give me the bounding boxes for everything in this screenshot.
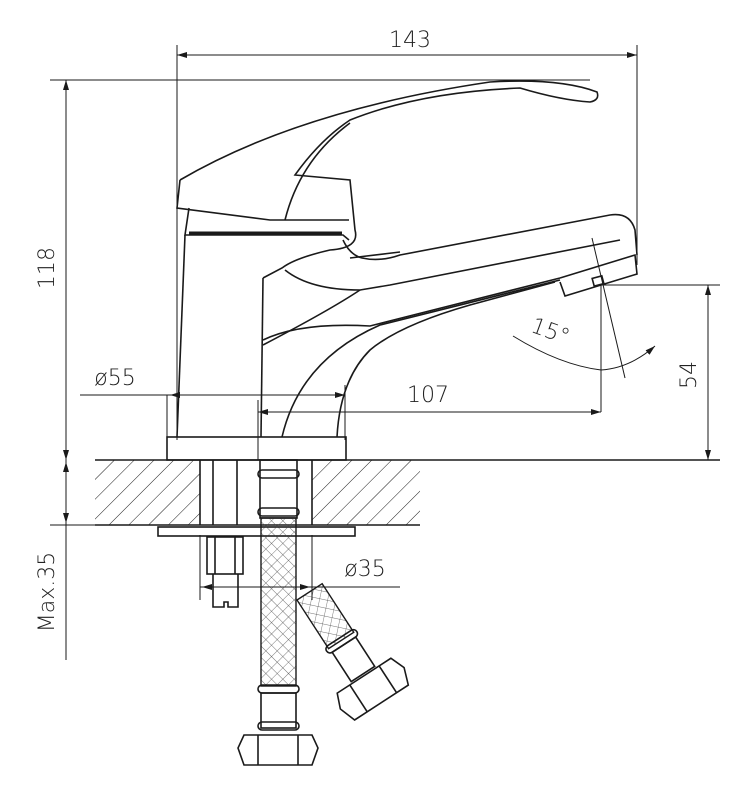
supply-hose-angled: [296, 582, 410, 721]
dimension-label-54: 54: [677, 361, 702, 389]
mounting-stud: [206, 536, 244, 608]
dimension-label-107: 107: [407, 383, 449, 408]
dimension-aerator-angle: 15°: [512, 237, 656, 412]
dimension-overall-height: 118: [35, 79, 590, 460]
dimension-spout-height: 54: [600, 284, 720, 460]
dimension-base-diameter: ø55: [80, 366, 346, 440]
dimension-hole-diameter: ø35: [199, 535, 400, 600]
dimension-spout-reach: 107: [257, 383, 601, 460]
dimension-label-o55: ø55: [94, 366, 135, 391]
supply-hose-straight: [237, 459, 319, 766]
faucet-body: [166, 80, 638, 461]
dimension-label-143: 143: [389, 28, 431, 53]
dimension-label-max35: Max.35: [35, 552, 60, 632]
dimension-overall-width: 143: [176, 28, 638, 440]
dimension-max-thickness: Max.35: [35, 460, 95, 660]
dimension-label-118: 118: [35, 247, 60, 289]
countertop-section: [95, 459, 720, 537]
dimension-label-o35: ø35: [344, 557, 385, 582]
dimension-label-15deg: 15°: [528, 313, 573, 350]
